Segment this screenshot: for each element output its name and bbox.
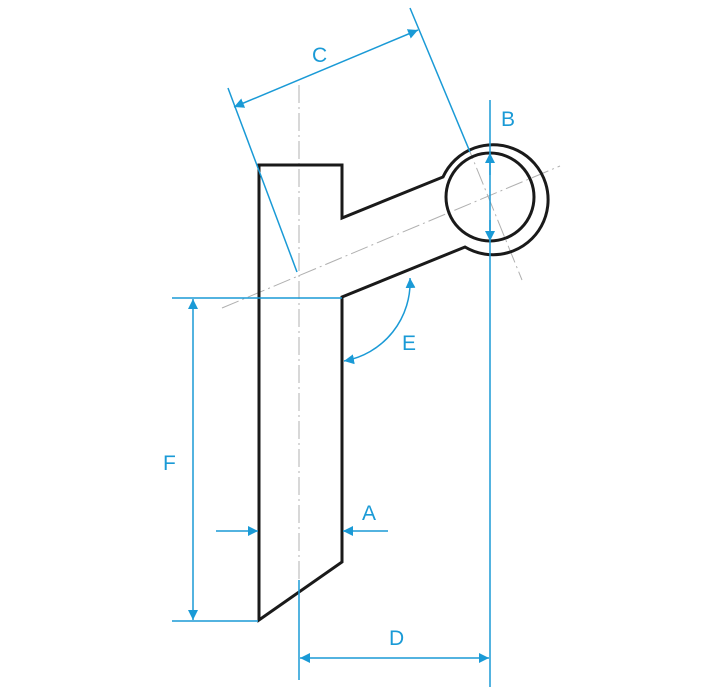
e-label: E bbox=[402, 332, 416, 355]
b-label: B bbox=[501, 108, 515, 131]
c-extension-line-left bbox=[227, 87, 298, 273]
stem-outline bbox=[257, 143, 550, 623]
f-label: F bbox=[163, 452, 176, 475]
clamp-centerline bbox=[465, 141, 523, 281]
d-label: D bbox=[389, 627, 404, 650]
c-label: C bbox=[312, 44, 327, 67]
c-extension-line-right bbox=[409, 7, 471, 153]
stem-axis-centerline bbox=[221, 165, 561, 309]
c-dimension-line bbox=[233, 29, 419, 108]
a-label: A bbox=[362, 502, 376, 525]
e-angle-arc bbox=[343, 277, 416, 365]
